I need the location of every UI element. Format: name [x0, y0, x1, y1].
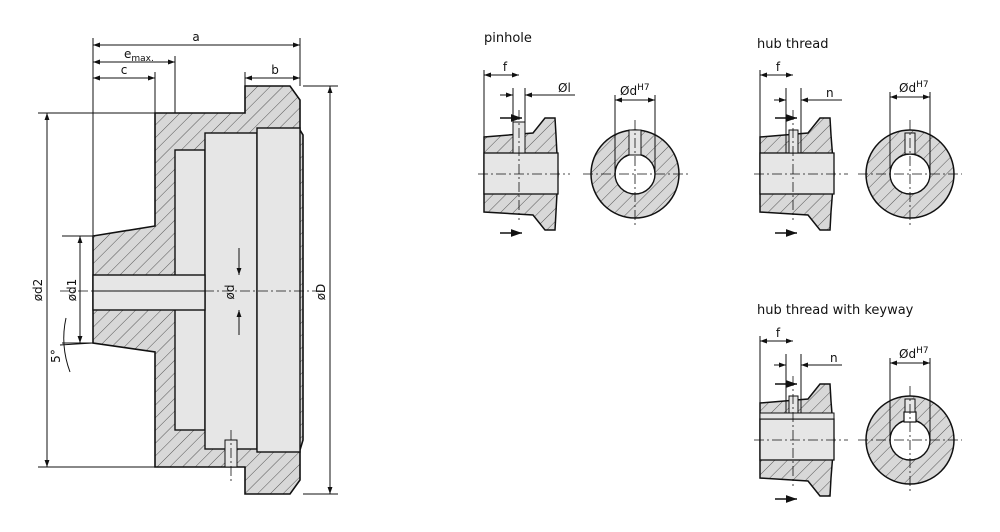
pinhole-detail: pinhole f Øl ØdH7 [478, 31, 688, 237]
main-section-view: a emax. c b ød2 ød1 ød øD 5° [31, 30, 338, 495]
hub-thread-title: hub thread [757, 37, 828, 52]
hub-thread-keyway-detail: hub thread with keyway f n ØdH7 [754, 303, 962, 503]
hub-thread-keyway-d-label: ØdH7 [899, 346, 929, 361]
hub-thread-n-label: n [826, 86, 834, 100]
dim-angle-label: 5° [49, 349, 63, 363]
dim-d-label: ød [223, 285, 237, 300]
pinhole-l-label: Øl [558, 81, 571, 95]
dim-a-label: a [192, 30, 199, 44]
dim-d1-label: ød1 [65, 279, 79, 302]
dim-b-label: b [271, 63, 279, 77]
hub-thread-d-label: ØdH7 [899, 80, 929, 95]
hub-thread-keyway-title: hub thread with keyway [757, 303, 914, 318]
pinhole-title: pinhole [484, 31, 532, 46]
dim-D-label: øD [314, 284, 328, 301]
hub-thread-keyway-n-label: n [830, 351, 838, 365]
dim-emax-label: emax. [124, 47, 154, 64]
hub-thread-keyway-f-label: f [776, 326, 781, 340]
pinhole-d-label: ØdH7 [620, 83, 650, 98]
hub-thread-detail: hub thread f n ØdH7 [754, 37, 962, 237]
main-inner-groove [256, 127, 301, 453]
hub-thread-f-label: f [776, 60, 781, 74]
main-shaft-bore [92, 274, 206, 311]
dim-c-label: c [121, 63, 128, 77]
pinhole-f-label: f [503, 60, 508, 74]
dim-d2-label: ød2 [31, 279, 45, 302]
